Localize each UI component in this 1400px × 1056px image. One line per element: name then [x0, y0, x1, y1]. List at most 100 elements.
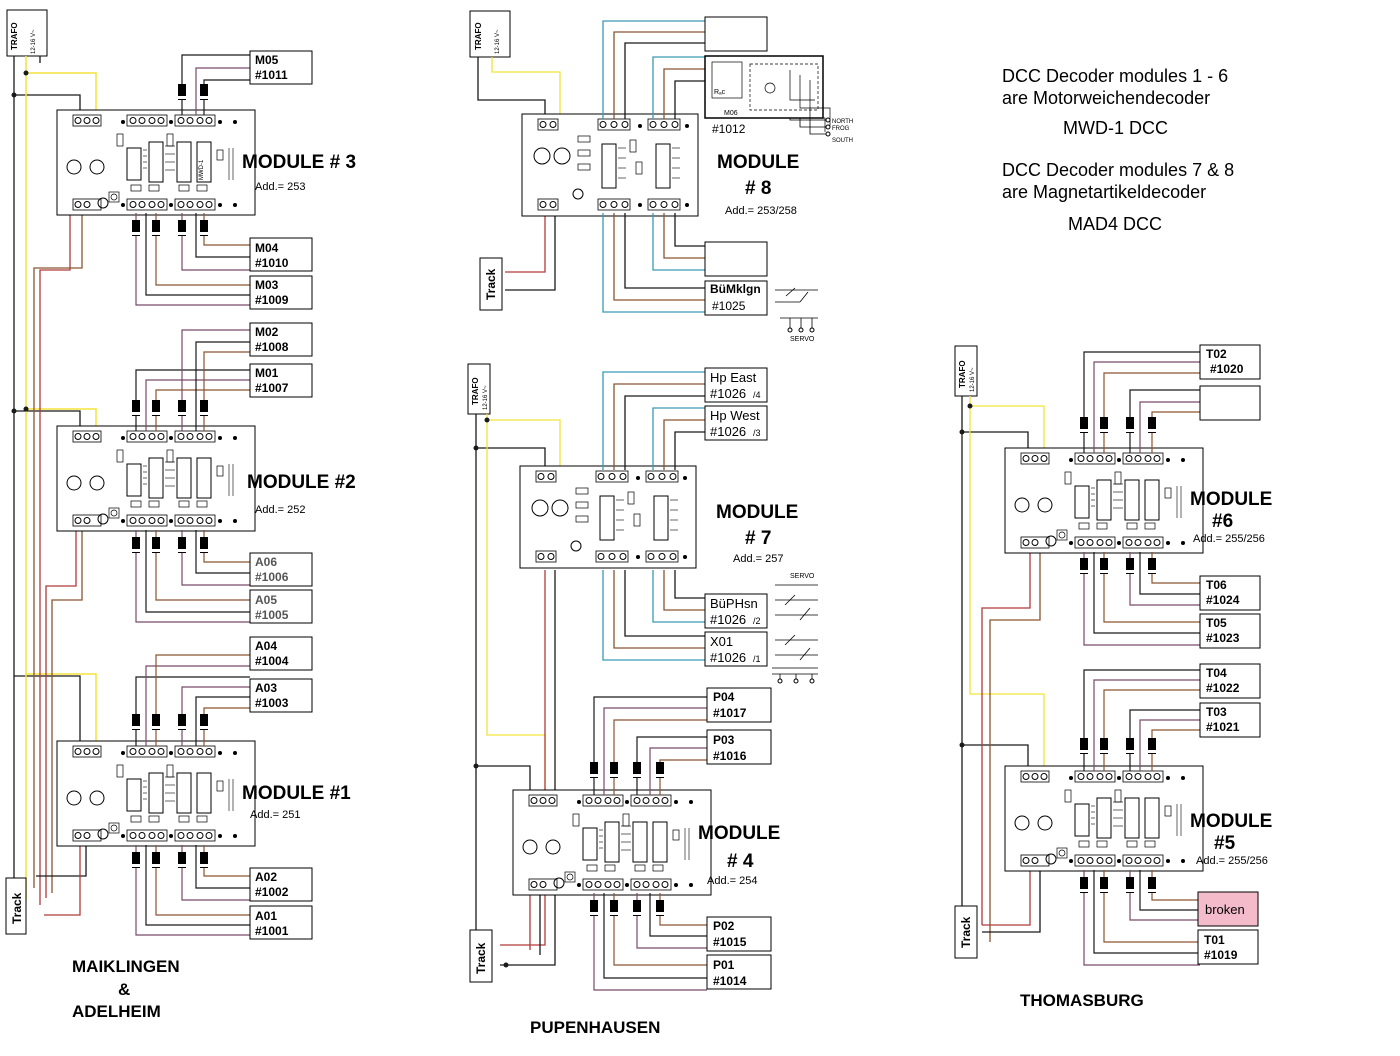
svg-text:#1026: #1026 [710, 386, 746, 401]
svg-text:#1012: #1012 [712, 122, 746, 136]
svg-text:#1010: #1010 [255, 256, 289, 270]
bus-black-1 [13, 56, 81, 878]
info-line-2: are Motorweichendecoder [1002, 88, 1210, 108]
svg-text:#1024: #1024 [1206, 593, 1240, 607]
module-5-title1: MODULE [1190, 811, 1272, 832]
svg-text:A03: A03 [255, 681, 277, 695]
place-maiklingen: MAIKLINGEN [72, 957, 180, 976]
module-2-title: MODULE #2 [247, 472, 356, 493]
info-text: DCC Decoder modules 1 - 6 are Motorweich… [1002, 66, 1234, 234]
svg-text:#1026: #1026 [710, 650, 746, 665]
label-A02: A02#1002 [249, 867, 313, 902]
label-A03: A03#1003 [249, 678, 313, 713]
label-M06: Rₐc M06 NORTH FROG SOUTH #1012 [704, 55, 853, 144]
place-pupenhausen: PUPENHAUSEN [530, 1018, 660, 1037]
svg-text:broken: broken [1205, 902, 1245, 917]
svg-text:T03: T03 [1206, 705, 1227, 719]
module-7-title2: # 7 [745, 528, 771, 549]
trafo-box-4 [954, 345, 978, 397]
svg-text:M05: M05 [255, 53, 279, 67]
trafo-label-1: TRAFO [10, 22, 19, 50]
svg-text:#1019: #1019 [1204, 948, 1238, 962]
module-1-title: MODULE #1 [242, 783, 351, 804]
svg-text:#1011: #1011 [255, 68, 288, 82]
svg-text:#1026: #1026 [710, 612, 746, 627]
label-HpEast: Hp East #1026/4 [704, 367, 768, 403]
label-T05: T05#1023 [1199, 613, 1261, 649]
label-BuMklgn: BüMklgn #1025 SERVO [704, 280, 818, 343]
svg-text:#1021: #1021 [1206, 720, 1240, 734]
module-7-addr: Add.= 257 [733, 553, 783, 565]
svg-text:A02: A02 [255, 870, 277, 884]
module-8-title2: # 8 [745, 178, 771, 199]
label-m8-blank-bottom [704, 241, 768, 277]
trafo-box-2 [469, 10, 511, 58]
track-label-2: Track [484, 268, 498, 300]
module-1-addr: Add.= 251 [250, 809, 300, 821]
svg-text:#1005: #1005 [255, 608, 289, 622]
track-box-2 [479, 257, 503, 311]
label-HpWest: Hp West #1026/3 [704, 405, 768, 441]
module-2-board [56, 425, 256, 532]
module-4-title2: # 4 [727, 851, 754, 872]
module-1-board [56, 740, 256, 847]
svg-text:T05: T05 [1206, 616, 1227, 630]
servo-label-2: SERVO [790, 573, 815, 580]
svg-text:#1026: #1026 [710, 424, 746, 439]
servo-label-1: SERVO [790, 336, 815, 343]
label-A06: A06#1006 [249, 552, 313, 587]
svg-text:A01: A01 [255, 909, 277, 923]
module-5-title2: #5 [1214, 833, 1236, 854]
m3-board-mwd: MWD-1 [199, 159, 205, 180]
trafo-voltage-3: 12-16 V~ [483, 385, 489, 410]
module-8-board [521, 113, 699, 217]
svg-text:A05: A05 [255, 593, 277, 607]
label-P01: P01 #1014 [706, 954, 772, 990]
label-M03: M03#1009 [249, 275, 313, 310]
svg-text:#1006: #1006 [255, 570, 289, 584]
module-5-addr: Add.= 255/256 [1196, 855, 1268, 867]
label-A05: A05#1005 [249, 589, 313, 624]
label-X01: X01 #1026/1 [704, 631, 768, 667]
svg-text:P01: P01 [713, 958, 735, 972]
module-8-title1: MODULE [717, 152, 799, 173]
svg-text:/2: /2 [753, 616, 761, 626]
trafo-label-4: TRAFO [958, 360, 967, 388]
track-wires-1 [33, 210, 87, 916]
track-box-1 [5, 877, 27, 935]
label-T04: T04#1022 [1199, 663, 1261, 699]
svg-text:#1004: #1004 [255, 654, 289, 668]
label-M04: M04#1010 [249, 237, 313, 272]
svg-text:#1023: #1023 [1206, 631, 1240, 645]
place-adelheim: ADELHEIM [72, 1002, 161, 1021]
svg-text:NORTH: NORTH [832, 119, 853, 125]
svg-text:#1015: #1015 [713, 935, 747, 949]
column-pupenhausen: TRAFO 12-16 V~ Track MODULE # 8 Add.= 25… [467, 10, 853, 1037]
module-4-title1: MODULE [698, 823, 780, 844]
bus-yellow-1 [25, 56, 97, 900]
label-P03: P03#1016 [706, 729, 772, 765]
module-8-addr: Add.= 253/258 [725, 205, 797, 217]
label-M05: M05#1011 [249, 50, 313, 85]
label-broken: broken [1197, 891, 1259, 927]
label-A04: A04#1004 [249, 636, 313, 671]
module-7-title1: MODULE [716, 502, 798, 523]
svg-text:P04: P04 [713, 690, 735, 704]
module-6-title2: #6 [1212, 511, 1233, 532]
module-3-title: MODULE # 3 [242, 152, 356, 173]
module-6-addr: Add.= 255/256 [1193, 533, 1265, 545]
svg-text:A04: A04 [255, 639, 277, 653]
column-thomasburg: TRAFO 12-16 V~ Track MODULE #6 Add.= 255… [954, 344, 1272, 1010]
svg-text:A06: A06 [255, 555, 277, 569]
trafo-voltage-4: 12-16 V~ [970, 367, 976, 392]
module-2-addr: Add.= 252 [255, 504, 305, 516]
module-6-board [1004, 447, 1204, 554]
svg-text:Rₐc: Rₐc [714, 89, 726, 96]
servo-switches [772, 584, 818, 680]
module-4-board [512, 789, 712, 896]
track-label-3: Track [474, 942, 488, 974]
svg-text:#1014: #1014 [713, 974, 747, 988]
module-3-board [56, 109, 256, 216]
label-A01: A01#1001 [249, 905, 313, 940]
